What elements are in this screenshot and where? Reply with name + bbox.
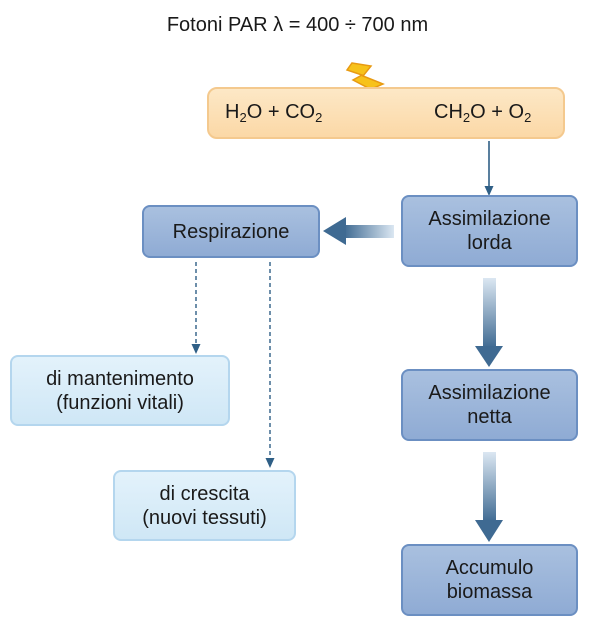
mantenimento-box: di mantenimento (funzioni vitali) bbox=[10, 355, 230, 426]
crescita-line-2: (nuovi tessuti) bbox=[142, 506, 267, 529]
netta-line-1: Assimilazione bbox=[428, 382, 551, 404]
netta-line-2: netta bbox=[467, 406, 512, 428]
biomassa-line-1: Accumulo bbox=[445, 557, 534, 579]
mantenimento-line-2: (funzioni vitali) bbox=[56, 391, 184, 414]
respirazione-box: Respirazione bbox=[142, 205, 320, 258]
diagram-title: Fotoni PAR λ = 400 ÷ 700 nm bbox=[166, 14, 429, 36]
arrow-lorda-to-respirazione bbox=[323, 217, 394, 245]
accumulo-biomassa-box: Accumulo biomassa bbox=[401, 544, 578, 616]
assimilazione-netta-box: Assimilazione netta bbox=[401, 369, 578, 441]
crescita-box: di crescita (nuovi tessuti) bbox=[113, 470, 296, 541]
equation-products: CH2O + O2 bbox=[434, 101, 532, 125]
equation-reactants: H2O + CO2 bbox=[225, 101, 323, 125]
mantenimento-line-1: di mantenimento bbox=[46, 367, 194, 390]
crescita-line-1: di crescita bbox=[159, 482, 250, 505]
lorda-line-2: lorda bbox=[467, 232, 512, 254]
lorda-line-1: Assimilazione bbox=[428, 208, 551, 230]
equation-box: H2O + CO2 CH2O + O2 bbox=[207, 87, 565, 139]
dashed-arrow-to-crescita bbox=[265, 262, 275, 468]
arrow-equation-to-lorda bbox=[484, 141, 494, 196]
dashed-arrow-to-mantenimento bbox=[191, 262, 201, 354]
arrow-netta-to-biomassa bbox=[475, 452, 503, 542]
respirazione-label: Respirazione bbox=[172, 220, 290, 243]
arrow-lorda-to-netta bbox=[475, 278, 503, 367]
assimilazione-lorda-box: Assimilazione lorda bbox=[401, 195, 578, 267]
biomassa-line-2: biomassa bbox=[446, 581, 533, 603]
